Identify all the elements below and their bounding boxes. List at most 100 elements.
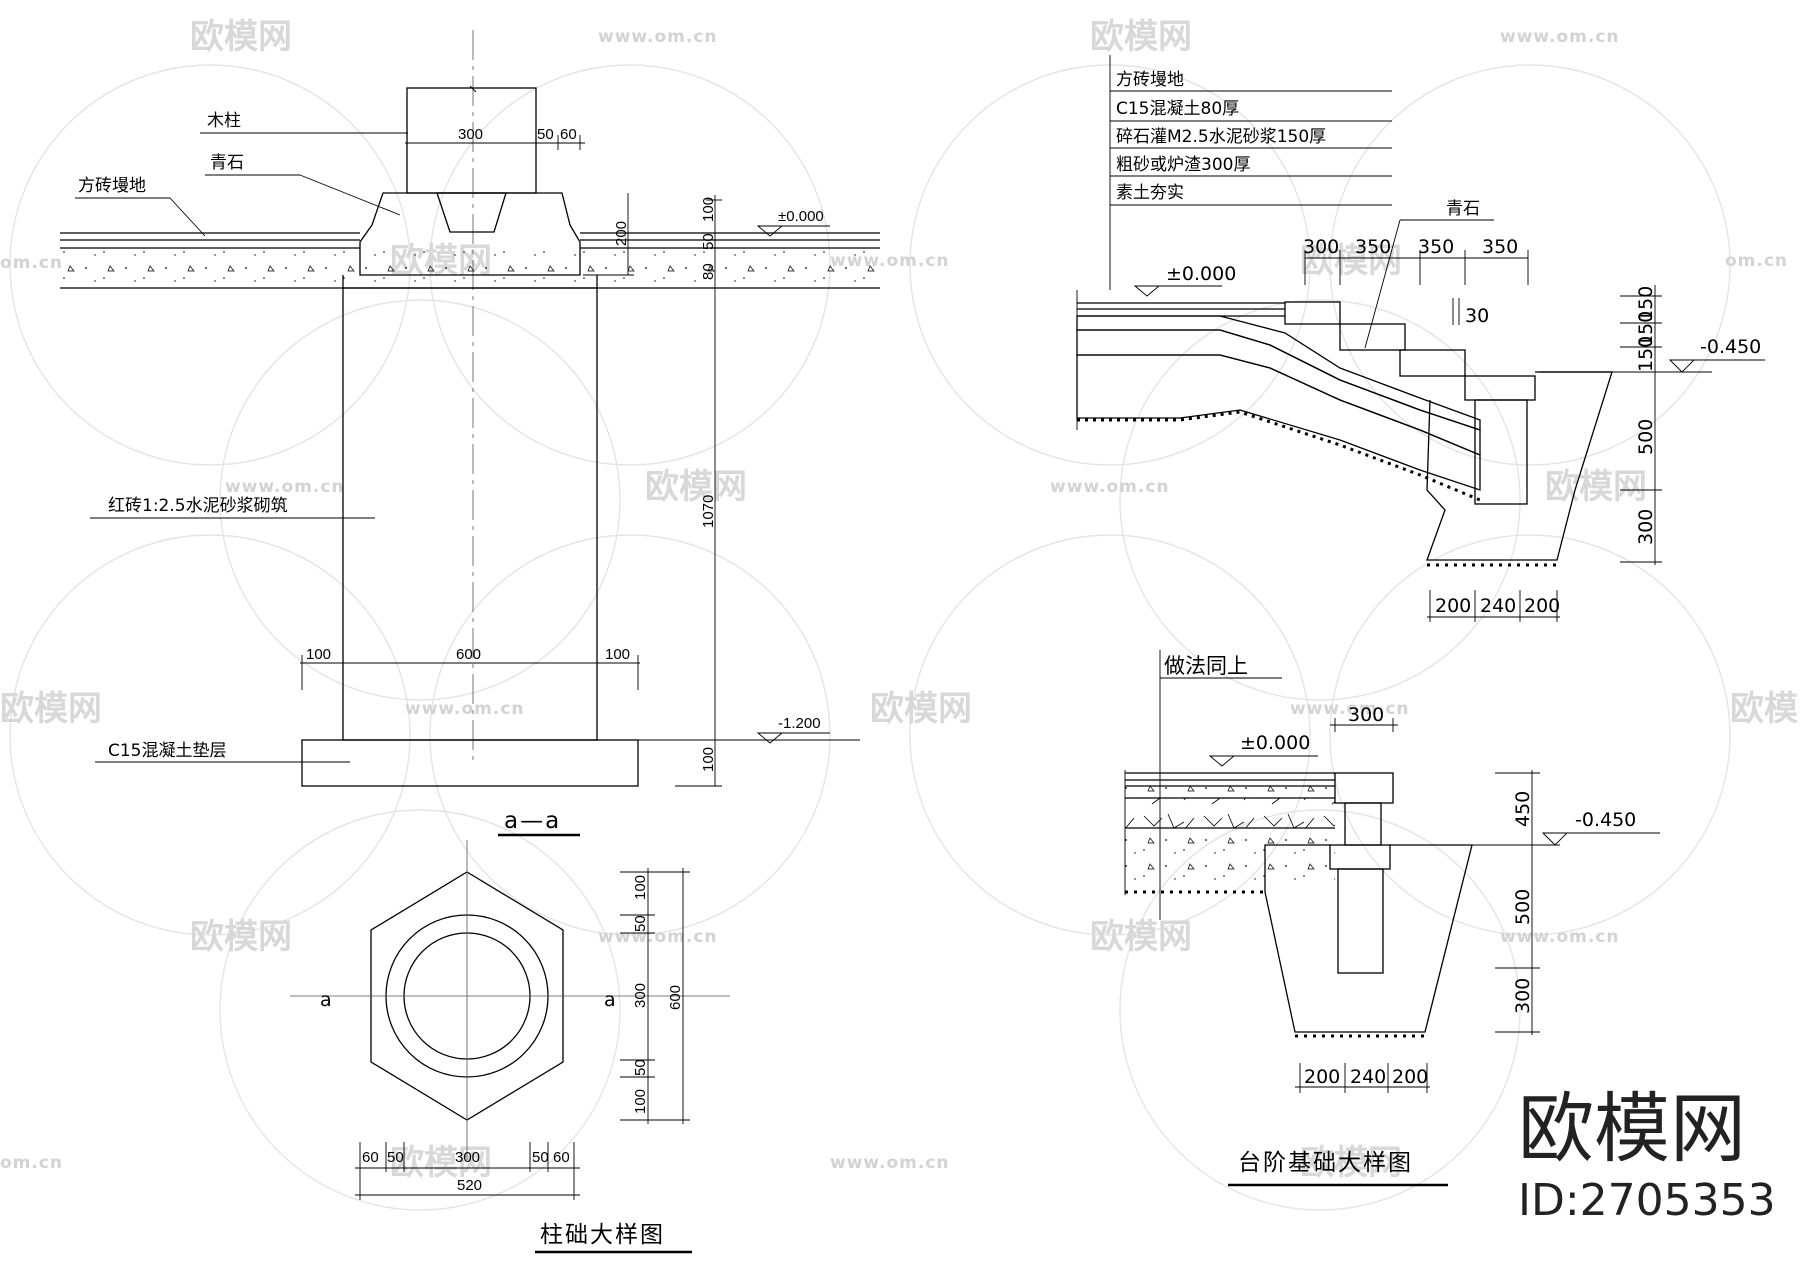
- dim-100: 100: [700, 747, 717, 772]
- column-plan: a a 100 50 300 50 100 600 60 50 300 50 6…: [290, 840, 730, 1254]
- elevation-low: -0.450: [1700, 336, 1761, 358]
- dim-50: 50: [387, 1149, 404, 1166]
- watermark-url: om.cn: [1725, 251, 1788, 271]
- slope-label: 30: [1465, 305, 1489, 327]
- dim-80: 80: [700, 263, 717, 280]
- watermark-url: om.cn: [0, 253, 63, 273]
- dim-500: 500: [1512, 889, 1534, 925]
- watermark-url: www.om.cn: [598, 927, 718, 947]
- dim-60: 60: [560, 126, 577, 143]
- dim-200: 200: [613, 221, 630, 246]
- watermark-layer: 欧模网 www.om.cn 欧模网 www.om.cn om.cn 欧模网 ww…: [0, 17, 1800, 1211]
- watermark-brand: 欧模网: [0, 689, 102, 729]
- title-steps-foundation: 台阶基础大样图: [1238, 1150, 1413, 1176]
- dim-300: 300: [1348, 704, 1384, 726]
- concrete-pad: [301, 739, 639, 787]
- dim-300: 300: [1635, 509, 1657, 545]
- dim-350: 350: [1355, 236, 1391, 258]
- elevation-low: -0.450: [1575, 809, 1636, 831]
- watermark-url: www.om.cn: [405, 699, 525, 719]
- dim-500: 500: [1635, 419, 1657, 455]
- elevation-bottom: -1.200: [778, 715, 821, 732]
- watermark-brand: 欧模网: [1730, 689, 1800, 729]
- watermark-brand: 欧模网: [1090, 917, 1192, 957]
- dim-200: 200: [1392, 1066, 1428, 1088]
- label-brick-pier: 红砖1:2.5水泥砂浆砌筑: [108, 496, 288, 516]
- dim-300: 300: [458, 126, 483, 143]
- watermark-brand: 欧模网: [645, 467, 747, 507]
- dim-1070: 1070: [700, 495, 717, 528]
- dim-300: 300: [632, 983, 649, 1008]
- brand-mark: 欧模网 ID:2705353: [1518, 1084, 1776, 1226]
- dim-200: 200: [1435, 595, 1471, 617]
- dim-240: 240: [1350, 1066, 1386, 1088]
- dim-300: 300: [1303, 236, 1339, 258]
- layer-label: 素土夯实: [1116, 183, 1184, 203]
- dim-450: 450: [1512, 791, 1534, 827]
- dim-600: 600: [456, 646, 481, 663]
- dim-100: 100: [605, 646, 630, 663]
- column-section: 木柱 青石 方砖墁地 红砖1:2.5水泥砂浆砌筑 C15混凝土垫层 300 50…: [60, 30, 880, 837]
- brand-id: ID:2705353: [1518, 1175, 1776, 1226]
- watermark-url: www.om.cn: [1290, 699, 1410, 719]
- dim-240: 240: [1480, 595, 1516, 617]
- axis-label-left: a: [320, 989, 332, 1011]
- label-wooden-post: 木柱: [207, 111, 241, 131]
- dim-100: 100: [632, 1089, 649, 1114]
- dim-100: 100: [306, 646, 331, 663]
- dim-60: 60: [362, 1149, 379, 1166]
- label-paving: 方砖墁地: [78, 176, 146, 196]
- axis-label-right: a: [604, 989, 616, 1011]
- watermark-url: om.cn: [0, 1153, 63, 1173]
- steps-detail-2: 做法同上 300 ±0.000 -0.450: [1124, 650, 1660, 1187]
- dim-300: 300: [455, 1149, 480, 1166]
- label-stone: 青石: [210, 153, 244, 173]
- label-stone: 青石: [1446, 199, 1480, 219]
- steps-detail: 方砖墁地 C15混凝土80厚 碎石灌M2.5水泥砂浆150厚 粗砂或炉渣300厚…: [1076, 55, 1765, 622]
- watermark-brand: 欧模网: [1300, 1143, 1402, 1183]
- watermark-brand: 欧模网: [190, 17, 292, 57]
- elevation-top: ±0.000: [1240, 732, 1310, 754]
- watermark-url: www.om.cn: [225, 477, 345, 497]
- dim-150: 150: [1635, 336, 1657, 372]
- dim-200: 200: [1524, 595, 1560, 617]
- title-column-plan: 柱础大样图: [540, 1222, 665, 1248]
- dim-50: 50: [537, 126, 554, 143]
- watermark-url: www.om.cn: [1050, 477, 1170, 497]
- title-section-aa: a—a: [504, 808, 561, 834]
- dim-50: 50: [632, 915, 649, 932]
- dim-520: 520: [457, 1177, 482, 1194]
- dim-150: 150: [1635, 311, 1657, 347]
- note-same-as-above: 做法同上: [1164, 654, 1248, 678]
- layer-label: 方砖墁地: [1116, 70, 1184, 90]
- watermark-brand: 欧模网: [190, 917, 292, 957]
- dim-600: 600: [667, 985, 684, 1010]
- layer-label: 碎石灌M2.5水泥砂浆150厚: [1116, 127, 1326, 147]
- dim-50: 50: [632, 1059, 649, 1076]
- layer-label: 粗砂或炉渣300厚: [1116, 155, 1250, 175]
- brand-name: 欧模网: [1518, 1084, 1746, 1173]
- dim-350: 350: [1418, 236, 1454, 258]
- watermark-url: www.om.cn: [1500, 927, 1620, 947]
- elevation-top: ±0.000: [778, 208, 824, 225]
- elevation-top: ±0.000: [1166, 263, 1236, 285]
- watermark-brand: 欧模网: [870, 689, 972, 729]
- watermark-url: www.om.cn: [830, 1153, 950, 1173]
- dim-100: 100: [700, 197, 717, 222]
- layer-label: C15混凝土80厚: [1116, 99, 1239, 119]
- dim-100: 100: [632, 875, 649, 900]
- label-concrete-pad: C15混凝土垫层: [108, 741, 227, 761]
- dim-150: 150: [1635, 286, 1657, 322]
- watermark-brand: 欧模网: [1090, 17, 1192, 57]
- watermark-brand: 欧模网: [1545, 467, 1647, 507]
- dim-300: 300: [1512, 978, 1534, 1014]
- watermark-url: www.om.cn: [1500, 27, 1620, 47]
- dim-60: 60: [553, 1149, 570, 1166]
- dim-50: 50: [700, 233, 717, 250]
- watermark-brand: 欧模网: [390, 1143, 492, 1183]
- dim-350: 350: [1482, 236, 1518, 258]
- dim-200: 200: [1304, 1066, 1340, 1088]
- dim-50: 50: [532, 1149, 549, 1166]
